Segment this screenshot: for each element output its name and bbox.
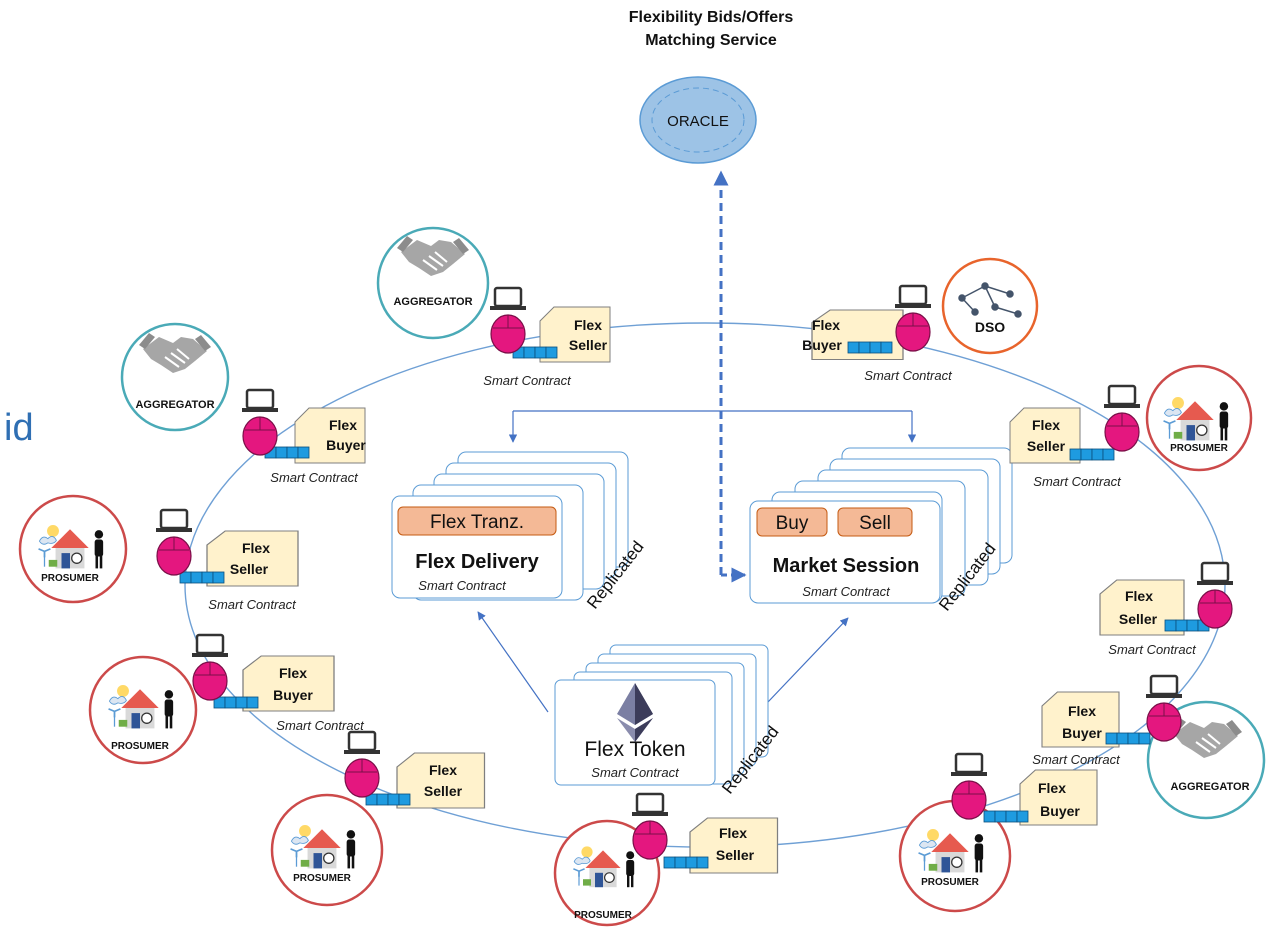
prosumer-label: PROSUMER xyxy=(293,873,352,884)
flex-label: Flex xyxy=(574,317,602,333)
participant-prosumer-bottom: PROSUMER Flex Seller xyxy=(553,792,779,927)
smart-contract-label: Smart Contract xyxy=(1032,752,1121,767)
role-label: Seller xyxy=(1119,611,1158,627)
role-label: Buyer xyxy=(273,687,313,703)
role-label: Seller xyxy=(569,337,608,353)
token-to-delivery-arrow xyxy=(477,611,549,713)
prosumer-label: PROSUMER xyxy=(111,741,170,752)
header-line-1: Flexibility Bids/Offers xyxy=(629,9,794,26)
ledger-blocks xyxy=(179,571,225,584)
role-label: Buyer xyxy=(326,437,366,453)
prosumer-label: PROSUMER xyxy=(41,573,100,584)
market-session-contract: Buy Sell Market Session Smart Contract xyxy=(749,447,1013,604)
aggregator-badge xyxy=(120,322,230,432)
prosumer-label: PROSUMER xyxy=(574,910,633,921)
ledger-blocks xyxy=(663,856,709,869)
flex-label: Flex xyxy=(1068,703,1096,719)
role-label: Seller xyxy=(230,561,269,577)
participant-prosumer-left-1: PROSUMER Flex Seller Smart Contract xyxy=(18,494,299,612)
token-to-market-arrow xyxy=(767,617,849,703)
smart-contract-label: Smart Contract xyxy=(864,368,953,383)
node-laptop-icon xyxy=(630,792,670,861)
participant-dso: DSO Flex Buyer Smart Contract xyxy=(802,257,1039,383)
flex-label: Flex xyxy=(1038,780,1066,796)
aggregator-label: AGGREGATOR xyxy=(135,399,214,411)
token-title: Flex Token xyxy=(584,738,685,761)
delivery-title: Flex Delivery xyxy=(415,551,539,573)
participant-prosumer-bottom-right: PROSUMER Flex Buyer xyxy=(898,752,1098,913)
node-laptop-icon xyxy=(1102,384,1142,453)
role-label: Seller xyxy=(1027,438,1066,454)
role-label: Buyer xyxy=(1040,803,1080,819)
oracle-label: ORACLE xyxy=(667,113,729,130)
node-laptop-icon xyxy=(1195,561,1235,630)
smart-contract-label: Smart Contract xyxy=(483,373,572,388)
node-laptop-icon xyxy=(240,388,280,457)
role-label: Buyer xyxy=(802,337,842,353)
node-laptop-icon xyxy=(893,284,933,353)
node-laptop-icon xyxy=(1144,674,1184,743)
dso-label: DSO xyxy=(975,319,1005,335)
participant-prosumer-right-1: PROSUMER Flex Seller Smart Contract xyxy=(1009,364,1253,489)
flex-label: Flex xyxy=(812,317,840,333)
dso-badge xyxy=(941,257,1039,355)
role-label: Seller xyxy=(424,783,463,799)
flex-token-contract: Flex Token Smart Contract xyxy=(554,644,769,786)
flex-label: Flex xyxy=(242,540,270,556)
flex-label: Flex xyxy=(279,665,307,681)
market-tag-buy: Buy xyxy=(776,513,809,534)
flex-label: Flex xyxy=(1125,588,1153,604)
market-subtitle: Smart Contract xyxy=(802,584,891,599)
participant-aggregator-right: AGGREGATOR Flex Buyer Smart Contract xyxy=(1032,674,1266,820)
participant-seller-right-2: Flex Seller Smart Contract xyxy=(1099,561,1235,657)
network-icon xyxy=(958,282,1022,318)
node-laptop-icon xyxy=(342,730,382,799)
ledger-blocks xyxy=(213,696,259,709)
flex-label: Flex xyxy=(429,762,457,778)
aggregator-label: AGGREGATOR xyxy=(393,296,472,308)
flex-label: Flex xyxy=(719,825,747,841)
market-tag-sell: Sell xyxy=(859,513,891,534)
aggregator-label: AGGREGATOR xyxy=(1170,781,1249,793)
ledger-blocks xyxy=(1069,448,1115,461)
participant-prosumer-bottom-left: PROSUMER Flex Seller xyxy=(270,730,486,907)
flex-delivery-contract: Flex Tranz. Flex Delivery Smart Contract xyxy=(391,451,629,601)
node-laptop-icon xyxy=(154,508,194,577)
delivery-subtitle: Smart Contract xyxy=(418,578,507,593)
participant-prosumer-left-2: PROSUMER Flex Buyer Smart Contract xyxy=(88,633,365,765)
ledger-blocks xyxy=(365,793,411,806)
participant-aggregator-top: AGGREGATOR Flex Seller Smart Contract xyxy=(376,226,611,388)
delivery-tag: Flex Tranz. xyxy=(430,512,524,533)
token-subtitle: Smart Contract xyxy=(591,765,680,780)
node-laptop-icon xyxy=(949,752,989,821)
ethereum-icon xyxy=(617,683,653,742)
smart-contract-label: Smart Contract xyxy=(1033,474,1122,489)
role-label: Seller xyxy=(716,847,755,863)
node-laptop-icon xyxy=(488,286,528,355)
header-line-2: Matching Service xyxy=(645,32,777,49)
smart-contract-label: Smart Contract xyxy=(276,718,365,733)
edge-cutoff-text: id xyxy=(4,407,34,449)
flex-label: Flex xyxy=(1032,417,1060,433)
ledger-blocks xyxy=(847,341,893,354)
ledger-blocks xyxy=(1105,732,1151,745)
flex-label: Flex xyxy=(329,417,357,433)
market-title: Market Session xyxy=(773,555,920,577)
smart-contract-label: Smart Contract xyxy=(208,597,297,612)
smart-contract-label: Smart Contract xyxy=(1108,642,1197,657)
role-label: Buyer xyxy=(1062,725,1102,741)
smart-contract-label: Smart Contract xyxy=(270,470,359,485)
prosumer-label: PROSUMER xyxy=(1170,443,1229,454)
participant-aggregator-left: AGGREGATOR Flex Buyer Smart Contract xyxy=(120,322,366,485)
prosumer-label: PROSUMER xyxy=(921,877,980,888)
oracle-node: ORACLE xyxy=(639,76,757,164)
ledger-blocks xyxy=(983,810,1029,823)
node-laptop-icon xyxy=(190,633,230,702)
